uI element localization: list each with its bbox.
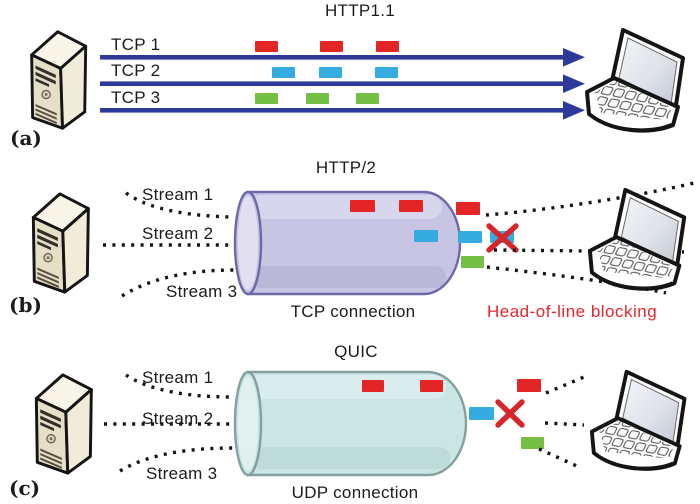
packet xyxy=(350,200,375,212)
stream-1-line xyxy=(125,191,233,219)
panel-b-title: HTTP/2 xyxy=(315,158,377,177)
stream-3-line xyxy=(119,446,235,473)
packet xyxy=(399,200,423,212)
packets-tcp2 xyxy=(272,67,398,78)
laptop-icon xyxy=(587,187,687,291)
packets-in-pipe xyxy=(350,200,438,242)
packets-out-pipe xyxy=(469,379,544,449)
panel-b-tag: (b) xyxy=(9,293,42,317)
stream2-label: Stream 2 xyxy=(142,224,214,243)
cross-icon xyxy=(495,399,525,428)
packet xyxy=(356,93,379,104)
packet xyxy=(461,256,484,268)
packet xyxy=(375,67,398,78)
laptop-icon xyxy=(589,369,687,471)
pipe-icon-udp xyxy=(233,370,468,477)
panel-b xyxy=(31,181,695,298)
cross-icon xyxy=(486,223,519,253)
packet xyxy=(362,380,384,392)
stream-lines-in xyxy=(104,373,235,473)
stream-1-line xyxy=(545,375,585,395)
arrowhead-icon xyxy=(563,101,585,120)
packets-tcp1 xyxy=(255,41,399,52)
blocked-packet xyxy=(469,407,494,420)
server-icon xyxy=(34,373,93,475)
stream1-label: Stream 1 xyxy=(142,368,214,387)
stream-1-line xyxy=(125,373,233,399)
packets-out-pipe xyxy=(456,202,519,268)
head-of-line-blocking-label: Head-of-line blocking xyxy=(487,302,658,321)
packet xyxy=(414,230,438,242)
tcp-connection-label: TCP connection xyxy=(290,302,416,321)
packet xyxy=(420,380,443,392)
packet xyxy=(456,202,480,215)
arrow-line xyxy=(100,81,566,86)
stream2-label: Stream 2 xyxy=(142,409,214,428)
pipe-icon-tcp xyxy=(233,190,462,296)
packet xyxy=(272,67,295,78)
stream-1-line xyxy=(485,181,695,217)
server-icon xyxy=(30,30,88,130)
panel-a-title: HTTP1.1 xyxy=(324,1,396,20)
packet xyxy=(306,93,329,104)
packet xyxy=(521,437,544,449)
packet xyxy=(320,41,343,52)
tcp2-label: TCP 2 xyxy=(111,61,161,80)
arrow-line xyxy=(100,108,566,113)
stream1-label: Stream 1 xyxy=(142,185,214,204)
stream-3-line xyxy=(538,447,580,469)
packet xyxy=(517,379,541,392)
arrow-line xyxy=(100,55,566,60)
stream3-label: Stream 3 xyxy=(146,464,218,483)
packet xyxy=(255,41,278,52)
server-icon xyxy=(31,192,90,294)
packet xyxy=(319,67,342,78)
panel-c-title: QUIC xyxy=(334,342,378,361)
laptop-icon xyxy=(587,30,683,131)
packets-tcp3 xyxy=(255,93,379,104)
panel-c xyxy=(34,369,687,477)
panel-a-tag: (a) xyxy=(10,126,42,150)
tcp1-label: TCP 1 xyxy=(111,35,161,54)
stream-3-line xyxy=(121,268,235,298)
packet xyxy=(458,231,482,243)
stream-2-line xyxy=(544,421,585,427)
stream-lines-out xyxy=(538,375,585,469)
arrowhead-icon xyxy=(563,74,585,93)
packet xyxy=(255,93,278,104)
panel-a xyxy=(30,30,683,131)
packet xyxy=(376,41,399,52)
arrowhead-icon xyxy=(563,48,585,67)
tcp3-label: TCP 3 xyxy=(111,88,161,107)
stream3-label: Stream 3 xyxy=(166,282,238,301)
packets-in-pipe xyxy=(362,380,443,392)
stream-lines-in xyxy=(103,191,235,298)
udp-connection-label: UDP connection xyxy=(291,483,419,502)
panel-c-tag: (c) xyxy=(9,476,41,500)
tcp-connection-arrows xyxy=(100,48,585,120)
